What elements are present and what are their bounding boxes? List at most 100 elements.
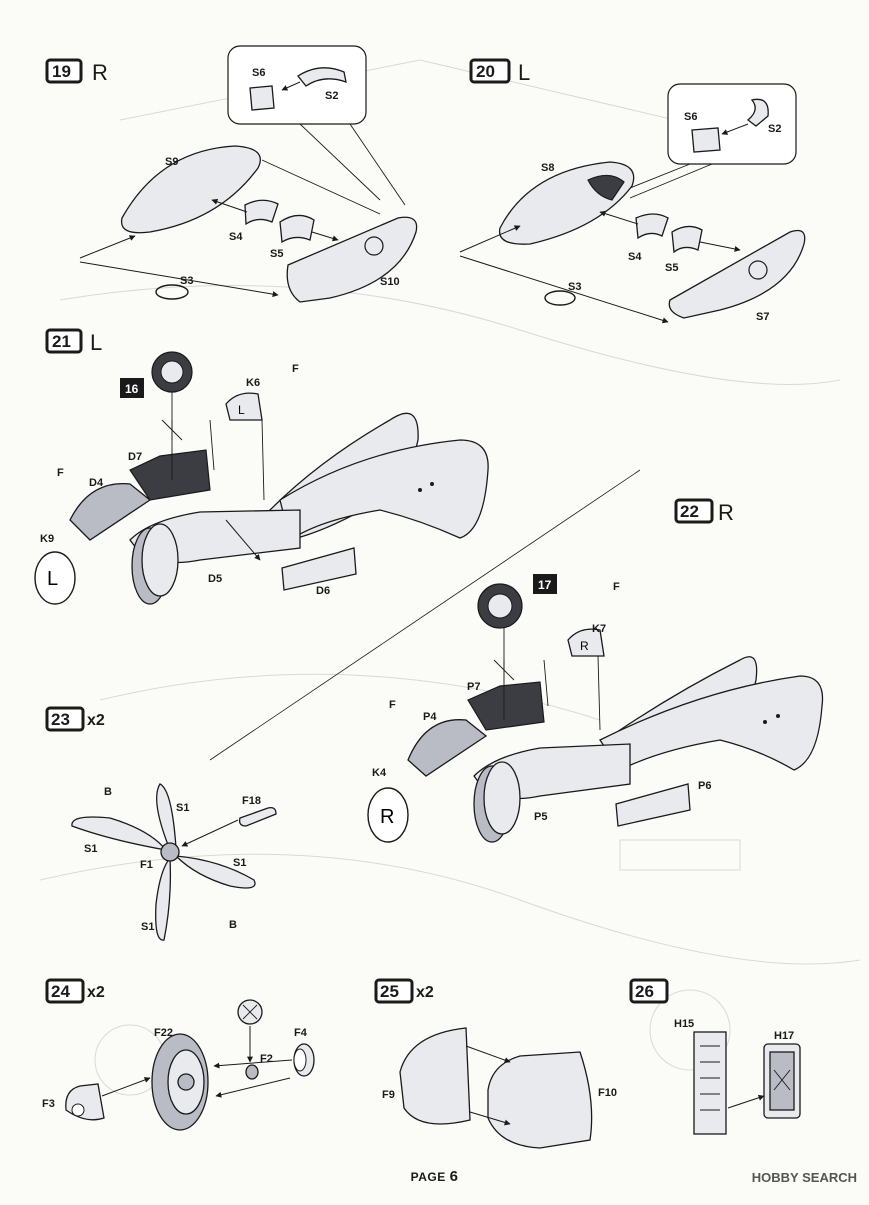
- step-19-box: [45, 58, 83, 84]
- label-f-2: F: [389, 699, 396, 711]
- label-s3: S3: [568, 281, 581, 293]
- label-s3: S3: [180, 275, 193, 287]
- ref-step-16-badge: [120, 378, 144, 398]
- part-s4: [635, 213, 669, 240]
- blade-bottom: [155, 856, 172, 941]
- label-d7: D7: [128, 451, 142, 463]
- label-s8: S8: [541, 162, 554, 174]
- part-k4: [367, 787, 409, 843]
- label-d5: D5: [208, 573, 222, 585]
- label-f9: F9: [382, 1089, 395, 1101]
- label-s10: S10: [380, 276, 400, 288]
- page-label: PAGE: [410, 1170, 446, 1184]
- label-d4: D4: [89, 477, 104, 489]
- nacelle-tail: [279, 439, 489, 542]
- watermark: HOBBY SEARCH: [751, 1170, 857, 1185]
- part-k7: [567, 628, 605, 657]
- label-f18: F18: [242, 795, 261, 807]
- label-k9: K9: [40, 533, 54, 545]
- part-f18: [238, 806, 277, 827]
- step-26-number: 26: [635, 982, 654, 1001]
- label-s1-4: S1: [141, 921, 154, 933]
- step-26-box: [629, 978, 669, 1004]
- label-p5: P5: [534, 811, 547, 823]
- step-20: 20 L S6 S2 S8 S4 S5 S3 S7: [459, 58, 806, 324]
- step-20-box: [469, 58, 511, 84]
- label-s5: S5: [665, 262, 678, 274]
- detail-bubble: [227, 45, 367, 125]
- label-f-1: F: [613, 581, 620, 593]
- step-21-side: L: [90, 330, 102, 355]
- part-s10: [286, 216, 418, 303]
- part-s3: [155, 284, 189, 300]
- label-f4: F4: [294, 1027, 308, 1039]
- part-f9: [399, 1027, 471, 1125]
- label-s1-2: S1: [84, 843, 97, 855]
- label-s9: S9: [165, 156, 178, 168]
- part-d4: [69, 483, 152, 541]
- step-24: 24 x2 F22 F4 F2 F3: [42, 978, 315, 1131]
- blade-top: [156, 783, 177, 851]
- part-p6: [615, 783, 691, 827]
- step-25-multiplier: x2: [416, 984, 434, 1001]
- part-f2: [245, 1064, 259, 1080]
- label-k7: K7: [592, 623, 606, 635]
- part-k9: [34, 551, 76, 605]
- step-24-multiplier: x2: [87, 984, 105, 1001]
- label-h15: H15: [674, 1018, 694, 1030]
- k6-side-mark: L: [238, 403, 245, 417]
- label-p4: P4: [423, 711, 437, 723]
- label-k4: K4: [372, 767, 387, 779]
- step-20-number: 20: [476, 62, 495, 81]
- part-s7: [668, 229, 806, 319]
- step-19-number: 19: [52, 62, 71, 81]
- step-26: 26 H15 H17: [629, 978, 801, 1135]
- part-d6: [281, 547, 357, 591]
- k7-side-mark: R: [580, 639, 589, 653]
- part-s5: [279, 214, 315, 244]
- step-24-box: [45, 978, 85, 1004]
- label-s4: S4: [628, 251, 642, 263]
- part-s5: [671, 225, 703, 254]
- ref-step-17: 17: [538, 578, 552, 592]
- blade-left: [71, 816, 168, 851]
- label-s6: S6: [252, 67, 265, 79]
- separator-line: [209, 469, 641, 761]
- label-f10: F10: [598, 1087, 617, 1099]
- part-f1-hub: [160, 842, 180, 862]
- part-p7: [467, 681, 545, 731]
- label-f-1: F: [292, 363, 299, 375]
- label-f-2: F: [57, 467, 64, 479]
- step-22-number: 22: [680, 502, 699, 521]
- label-d6: D6: [316, 585, 330, 597]
- k4-side-mark: R: [380, 806, 394, 828]
- label-s1-1: S1: [176, 802, 189, 814]
- label-s4: S4: [229, 231, 243, 243]
- step-22: 22 R 17 F R K7 P7 F P4 R K4 P5 P6: [367, 498, 824, 843]
- label-s2: S2: [768, 123, 781, 135]
- step-23-box: [45, 706, 85, 732]
- label-f22: F22: [154, 1027, 173, 1039]
- step-19-side: R: [92, 60, 108, 85]
- label-h17: H17: [774, 1030, 794, 1042]
- step-22-box: [674, 498, 714, 524]
- part-s8: [498, 161, 635, 245]
- step-25-number: 25: [380, 982, 399, 1001]
- part-d7: [129, 449, 211, 501]
- step-20-side: L: [518, 60, 530, 85]
- part-k6: [225, 392, 263, 421]
- page-footer: PAGE 6: [0, 1168, 869, 1185]
- part-s2: [297, 67, 347, 87]
- part-f10: [487, 1051, 593, 1149]
- part-s3: [544, 290, 576, 306]
- part-f3: [65, 1083, 105, 1121]
- step-22-side: R: [718, 500, 734, 525]
- label-p7: P7: [467, 681, 480, 693]
- part-h15: [693, 1031, 727, 1135]
- part-s9: [120, 145, 261, 234]
- label-b-2: B: [229, 919, 237, 931]
- label-p6: P6: [698, 780, 711, 792]
- ref-step-16: 16: [125, 382, 139, 396]
